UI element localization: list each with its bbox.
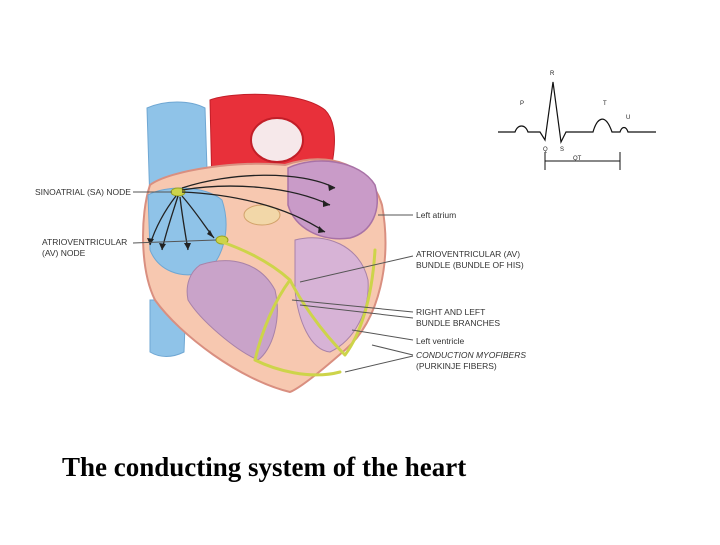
ecg-label-s: S (560, 147, 565, 153)
label-myofibers-2: (PURKINJE FIBERS) (416, 361, 497, 371)
ecg-label-r: R (550, 71, 555, 77)
arrow-heads (147, 184, 335, 250)
label-left-ventricle: Left ventricle (416, 336, 465, 346)
label-branches-2: BUNDLE BRANCHES (416, 318, 501, 328)
ecg-label-u: U (626, 115, 631, 121)
label-av-bundle-2: BUNDLE (BUNDLE OF HIS) (416, 260, 524, 270)
av-bundle (220, 240, 377, 377)
caption: The conducting system of the heart (62, 452, 467, 482)
label-myofibers-1: CONDUCTION MYOFIBERS (416, 350, 527, 360)
label-branches-1: RIGHT AND LEFT (416, 307, 486, 317)
left-atrium (287, 160, 378, 240)
label-sa-node: SINOATRIAL (SA) NODE (35, 187, 131, 197)
ecg-trace (498, 81, 656, 170)
ecg-label-p: P (520, 101, 525, 107)
label-av-bundle-1: ATRIOVENTRICULAR (AV) (416, 249, 521, 259)
left-ventricle (294, 237, 369, 353)
ecg-label-qt: QT (573, 156, 582, 162)
label-av-node-2: (AV) NODE (42, 248, 86, 258)
label-av-node-1: ATRIOVENTRICULAR (42, 237, 128, 247)
impulse-arrows (149, 174, 336, 251)
ecg-label-q: Q (543, 147, 548, 153)
ecg-label-t: T (603, 101, 607, 107)
label-left-atrium: Left atrium (416, 210, 457, 220)
valve (243, 204, 281, 226)
pulmonary-opening (250, 117, 304, 163)
leader-lines (132, 191, 414, 373)
